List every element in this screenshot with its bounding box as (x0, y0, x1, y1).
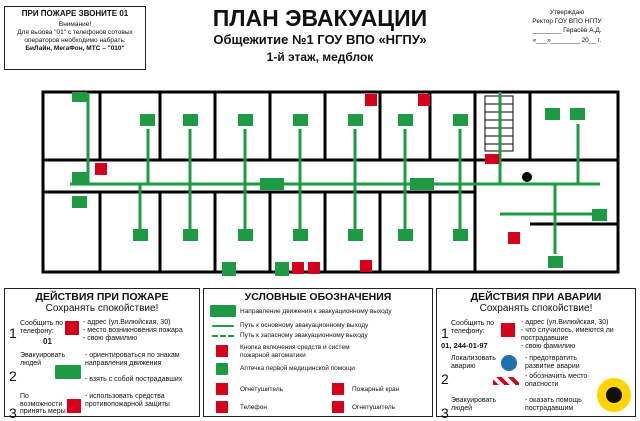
extinguisher-icon (332, 401, 344, 413)
approval-line: «___»________ 20__ г. (532, 37, 602, 44)
fire-step-detail: противопожарной защиты (85, 401, 170, 408)
legend-item: Пожарный кран (352, 386, 400, 393)
fire-step-label: Сообщить по телефону: (20, 320, 64, 335)
phone-icon (501, 323, 515, 337)
fire-step-number: 1 (9, 325, 17, 341)
extinguisher-icon (216, 383, 228, 395)
fire-call-line: Внимание! (58, 21, 92, 28)
evacuation-routes (70, 92, 600, 254)
accident-step-value: 01, 244-01-97 (441, 341, 488, 350)
approval-line: Ректор ГОУ ВПО НГПУ (532, 18, 602, 25)
accident-step-detail: - оказать помощь (525, 397, 582, 404)
exit-arrow-icon (55, 365, 81, 379)
fire-equipment-signs (95, 94, 520, 274)
floor-plan (41, 90, 620, 276)
accident-step-number: 1 (441, 325, 449, 341)
danger-zone-icon (493, 377, 519, 385)
approval-line: Утверждаю (549, 9, 585, 16)
fire-step-number: 2 (9, 368, 17, 384)
watermark-logo-icon (597, 378, 631, 412)
approval-block: Утверждаю Ректор ГОУ ВПО НГПУ ________ Г… (502, 9, 632, 60)
accident-step-number: 2 (441, 371, 449, 387)
fire-actions-section: ДЕЙСТВИЯ ПРИ ПОЖАРЕ Сохранять спокойстви… (4, 288, 200, 421)
legend-item: Аптечка первой медицинской помощи (240, 365, 355, 372)
assembly-point (522, 172, 532, 182)
building-subtitle: Общежитие №1 ГОУ ВПО «НГПУ» (213, 32, 427, 47)
accident-step-detail: развитие аварии (525, 363, 580, 370)
approval-line: ________ Герасёв А.Д. (532, 27, 602, 34)
fire-call-line: Для вызова "01" с телефонов сотовых (17, 29, 133, 36)
phone-icon (216, 401, 228, 413)
legend-item: Путь к основному эвакуационному выходу (240, 322, 369, 329)
fire-step-label: По возможности принять меры (20, 393, 66, 416)
main-route-line (212, 325, 234, 327)
exit-direction-icon (210, 305, 236, 317)
fire-step-value: 01 (43, 337, 52, 346)
legend-item: Огнетушитель (352, 404, 396, 411)
accident-step-number: 3 (441, 405, 449, 421)
fire-step-detail: - место возникновения пожара (83, 327, 183, 334)
fire-step-detail: - взять с собой пострадавших (85, 376, 183, 383)
phone-icon (65, 321, 79, 335)
legend-item: Кнопка включения средств и систем (240, 344, 350, 351)
accident-step-detail: - предотвратить (525, 355, 578, 362)
fire-step-label: Эвакуировать людей (20, 352, 66, 367)
fire-step-number: 3 (9, 405, 17, 421)
accident-step-detail: - адрес (ул.Вилюйская, 30) (521, 319, 609, 326)
fire-call-title: ПРИ ПОЖАРЕ ЗВОНИТЕ 01 (21, 9, 129, 18)
legend-item: Огнетушитель (240, 386, 284, 393)
extinguisher-icon (67, 399, 81, 413)
accident-step-label: Локализовать аварию (451, 355, 496, 370)
fire-step-detail: - ориентироваться по знакам направления … (85, 352, 180, 367)
accident-step-detail: - что случилось, имеются ли (521, 327, 614, 334)
legend-title: УСЛОВНЫЕ ОБОЗНАЧЕНИЯ (244, 291, 392, 303)
accident-step-detail: - свою фамилию (521, 343, 576, 350)
fire-actions-subtitle: Сохранять спокойствие! (45, 303, 159, 314)
fire-step-detail: - свою фамилию (83, 335, 138, 342)
legend-item: Направление движения к эвакуационному вы… (240, 308, 392, 315)
plan-title: ПЛАН ЭВАКУАЦИИ (212, 5, 428, 31)
fire-step-detail: - адрес (ул.Вилюйская, 30) (83, 319, 171, 326)
accident-step-detail: пострадавшим (525, 405, 574, 412)
accident-step-detail: пострадавшие (521, 335, 569, 342)
fire-hydrant-icon (332, 383, 344, 395)
accident-step-label: Сообщить по телефону: (451, 320, 495, 335)
legend-item: пожарной автоматики (240, 352, 306, 359)
alarm-button-icon (216, 345, 228, 357)
accident-actions-section: ДЕЙСТВИЯ ПРИ АВАРИИ Сохранять спокойстви… (436, 288, 636, 421)
accident-step-detail: - обозначить место (525, 373, 588, 380)
fire-step-detail: - использовать средства (85, 393, 165, 400)
fire-call-line: БиЛайн, МегаФон, МТС – "010" (25, 45, 125, 52)
fire-call-box: ПРИ ПОЖАРЕ ЗВОНИТЕ 01 Внимание! Для вызо… (4, 6, 146, 70)
floor-label: 1-й этаж, медблок (266, 50, 374, 64)
accident-step-label: Эвакуировать людей (451, 397, 497, 412)
fire-call-line: операторов необходимо набрать: (24, 37, 126, 44)
accident-actions-title: ДЕЙСТВИЯ ПРИ АВАРИИ (470, 291, 602, 303)
fire-actions-title: ДЕЙСТВИЯ ПРИ ПОЖАРЕ (35, 291, 169, 303)
accident-step-detail: опасности (525, 381, 559, 388)
accident-actions-subtitle: Сохранять спокойствие! (479, 303, 593, 314)
walls (41, 90, 620, 274)
legend-item: Путь к запасному эвакуационному выходу (240, 332, 368, 339)
exit-sign-text: ЗАПАСНЫЙ ВЫХОД (488, 61, 518, 72)
protection-icon (501, 355, 517, 371)
legend-item: Телефон (240, 404, 267, 411)
exit-signs (72, 92, 607, 276)
spare-route-line (212, 335, 234, 337)
legend-section: УСЛОВНЫЕ ОБОЗНАЧЕНИЯ Направление движени… (203, 288, 433, 417)
first-aid-icon (216, 363, 228, 375)
